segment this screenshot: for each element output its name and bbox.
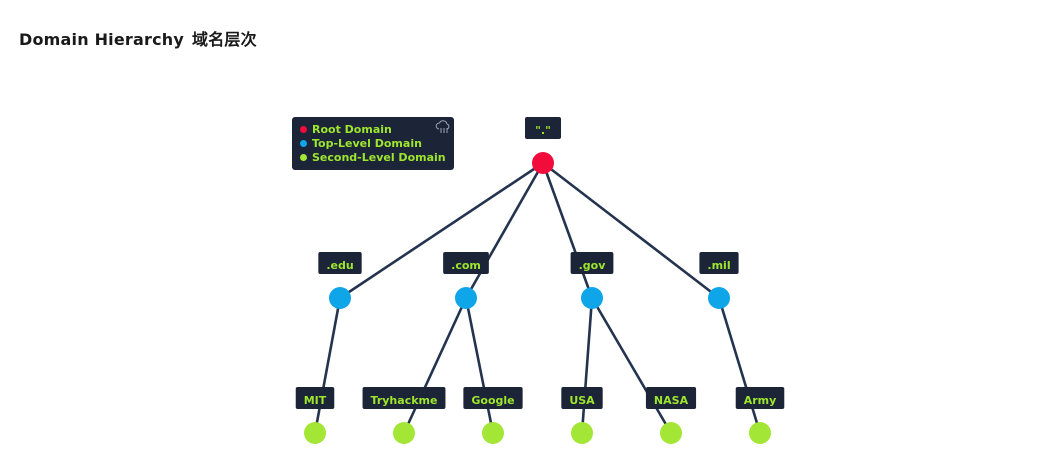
node-label-army: Army (744, 394, 777, 407)
edge-com-tryhackme (402, 297, 468, 434)
node-dot-edu (329, 287, 351, 309)
node-label-box-army (735, 387, 785, 409)
legend-item-root: Root Domain (300, 122, 454, 136)
node-label-box-usa (561, 387, 603, 409)
node-label-root: "." (535, 124, 551, 137)
edges-layer (313, 161, 762, 434)
legend-dot-sld (300, 153, 307, 161)
page-title-en: Domain Hierarchy (19, 30, 184, 49)
node-label-box-com (443, 252, 489, 274)
page-title-zh: 域名层次 (192, 30, 257, 49)
cloud-icon (435, 120, 450, 133)
node-dot-google (482, 422, 504, 444)
legend-label-root: Root Domain (312, 122, 392, 136)
node-usa: USA (561, 387, 603, 444)
node-label-mit: MIT (304, 394, 327, 407)
node-dot-army (749, 422, 771, 444)
legend-item-tld: Top-Level Domain (300, 136, 454, 150)
legend-label-tld: Top-Level Domain (312, 136, 422, 150)
edge-edu-mit (313, 297, 342, 434)
node-label-box-edu (318, 252, 362, 274)
edge-root-gov (541, 162, 594, 299)
edge-mil-army (717, 297, 762, 434)
node-dot-usa (571, 422, 593, 444)
node-edu: .edu (318, 252, 362, 309)
edge-root-com (464, 162, 545, 299)
legend-item-sld: Second-Level Domain (300, 150, 454, 164)
node-dot-mit (304, 422, 326, 444)
node-com: .com (443, 252, 489, 309)
node-label-box-gov (570, 252, 614, 274)
node-dot-nasa (660, 422, 682, 444)
node-label-usa: USA (569, 394, 595, 407)
node-gov: .gov (570, 252, 614, 309)
node-label-edu: .edu (326, 259, 353, 272)
edge-gov-nasa (590, 297, 673, 434)
node-label-box-mit (295, 387, 335, 409)
node-root: "." (525, 117, 561, 174)
node-dot-tryhackme (393, 422, 415, 444)
edge-root-edu (339, 161, 544, 300)
node-army: Army (735, 387, 785, 444)
edge-com-google (464, 297, 495, 434)
node-dot-gov (581, 287, 603, 309)
node-label-com: .com (451, 259, 481, 272)
legend-dot-tld (300, 139, 307, 147)
node-label-google: Google (471, 394, 514, 407)
node-label-gov: .gov (579, 259, 607, 272)
node-mit: MIT (295, 387, 335, 444)
node-label-tryhackme: Tryhackme (371, 394, 438, 407)
node-dot-mil (708, 287, 730, 309)
node-tryhackme: Tryhackme (362, 387, 446, 444)
page-title: Domain Hierarchy 域名层次 (19, 26, 257, 50)
node-dot-com (455, 287, 477, 309)
edge-gov-usa (580, 297, 594, 434)
node-label-box-google (463, 387, 523, 409)
node-dot-root (532, 152, 554, 174)
node-label-box-mil (699, 252, 739, 274)
node-mil: .mil (699, 252, 739, 309)
node-nasa: NASA (645, 387, 697, 444)
legend: Root Domain Top-Level Domain Second-Leve… (292, 117, 454, 170)
legend-dot-root (300, 125, 307, 133)
legend-label-sld: Second-Level Domain (312, 150, 446, 164)
node-label-mil: .mil (707, 259, 730, 272)
edge-root-mil (542, 161, 720, 300)
node-label-box-root (525, 117, 561, 139)
node-label-box-nasa (645, 387, 697, 409)
node-label-box-tryhackme (362, 387, 446, 409)
node-google: Google (463, 387, 523, 444)
node-label-nasa: NASA (654, 394, 689, 407)
